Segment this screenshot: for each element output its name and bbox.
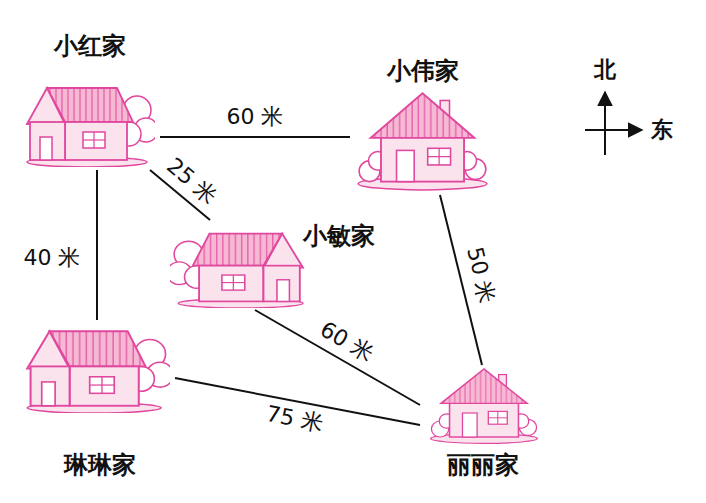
- distance-label: 60 米: [313, 315, 379, 368]
- house-node: 小伟家: [350, 55, 495, 195]
- house-drawing: [27, 331, 173, 413]
- distance-label: 25 米: [160, 152, 224, 211]
- house-node: 丽丽家: [420, 365, 545, 485]
- house-name: 琳琳家: [64, 451, 136, 480]
- house-drawing: [431, 369, 538, 443]
- distance-line: [255, 310, 420, 405]
- compass-label: 东: [651, 117, 673, 143]
- house-node: 小敏家: [165, 220, 410, 310]
- compass-arrow: [604, 92, 606, 155]
- house-name: 小红家: [54, 32, 126, 61]
- house-drawing: [27, 88, 158, 167]
- distance-line: [96, 170, 98, 320]
- house-name: 小敏家: [303, 222, 375, 251]
- house-drawing: [167, 234, 303, 308]
- house-name: 小伟家: [387, 57, 459, 86]
- compass-arrow: [585, 129, 642, 131]
- compass-label: 北: [594, 57, 616, 83]
- house-name: 丽丽家: [447, 451, 519, 480]
- house-node: 小红家: [20, 30, 160, 170]
- distance-label: 40 米: [22, 245, 83, 271]
- house-node: 琳琳家: [25, 320, 175, 485]
- house-drawing: [358, 93, 487, 190]
- distance-line: [160, 136, 350, 138]
- distance-label: 60 米: [225, 104, 286, 130]
